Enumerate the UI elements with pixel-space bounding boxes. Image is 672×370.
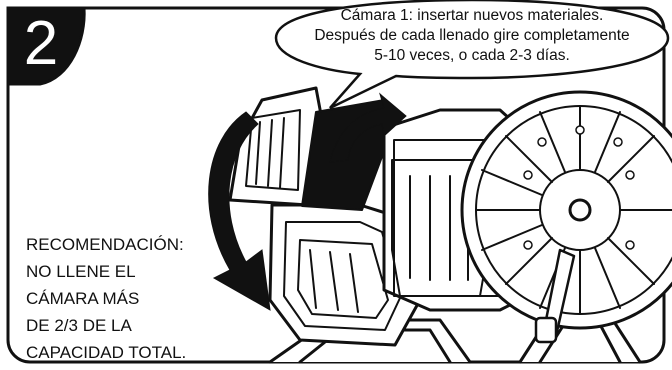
recommendation-line: CÁMARA MÁS [26, 289, 140, 308]
recommendation-line: CAPACIDAD TOTAL. [26, 343, 187, 362]
crank-grip [534, 316, 558, 344]
speech-bubble-line: Después de cada llenado gire completamen… [314, 27, 630, 44]
speech-bubble-line: Cámara 1: insertar nuevos materiales. [340, 7, 604, 24]
speech-bubble [274, 0, 670, 110]
recommendation-line: DE 2/3 DE LA [26, 316, 132, 335]
step-badge-shape [6, 6, 86, 86]
recommendation-note: RECOMENDACIÓN: NO LLENE EL CÁMARA MÁS DE… [26, 231, 216, 366]
speech-bubble-shape [274, 0, 670, 110]
rotation-wheel [460, 90, 672, 330]
composter-tumbler [228, 86, 672, 364]
rotation-arrow-top [329, 92, 407, 163]
speech-bubble-line: 5-10 veces, o cada 2-3 días. [374, 47, 570, 64]
rotation-arrow-left [208, 111, 271, 311]
step-number: 2 [23, 9, 59, 78]
recommendation-line: NO LLENE EL [26, 262, 136, 281]
recommendation-line: RECOMENDACIÓN: [26, 235, 184, 254]
speech-bubble-text: Cámara 1: insertar nuevos materiales. De… [296, 6, 648, 66]
